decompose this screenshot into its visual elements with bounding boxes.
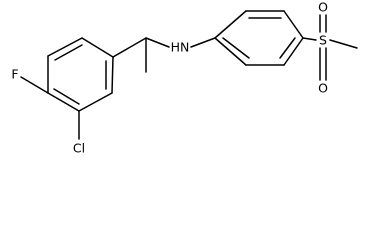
atom-oxygen-top: O: [318, 0, 328, 15]
atom-amine-nh: HN: [171, 40, 190, 55]
bond-ring-s: [302, 37, 317, 41]
bond-n-ring: [190, 37, 216, 48]
atom-fluorine: F: [11, 67, 18, 82]
bond-s-methyl: [329, 39, 358, 49]
bond-ring-ch: [112, 37, 147, 58]
sulfonylphenyl-ring: [214, 10, 304, 66]
bond-ch-n: [145, 37, 170, 48]
chemical-structure: F Cl HN S O O: [11, 0, 358, 156]
chlorofluorophenyl-ring: [47, 37, 114, 112]
atom-chlorine: Cl: [73, 141, 85, 156]
bond-c-f: [20, 76, 49, 94]
atom-sulfur: S: [319, 33, 327, 48]
atom-oxygen-bottom: O: [318, 81, 328, 96]
